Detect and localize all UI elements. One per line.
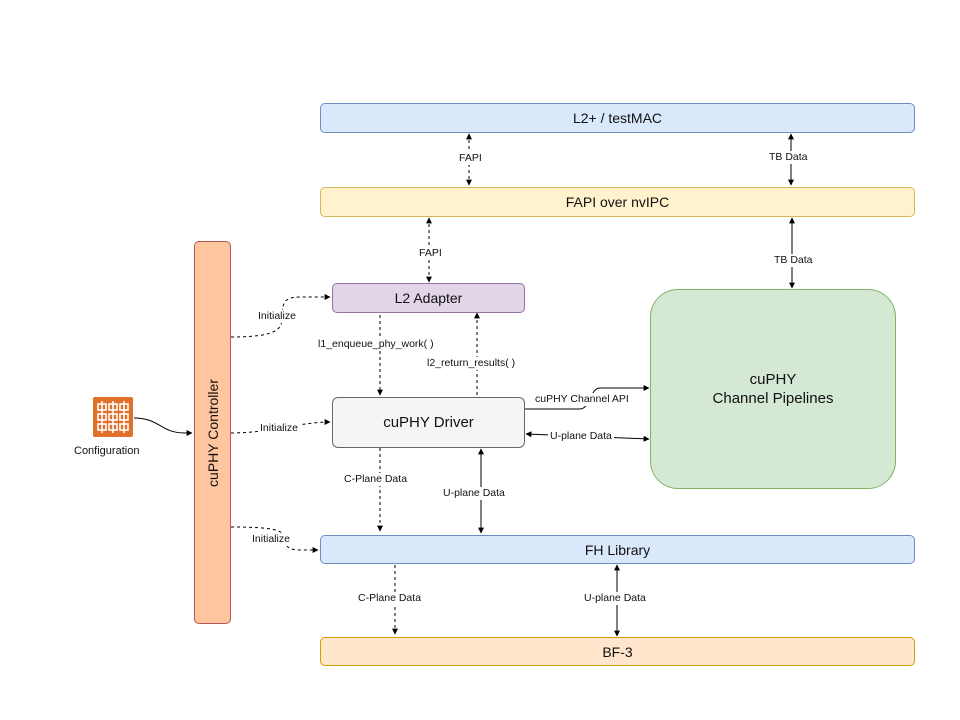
cuphy-pipelines-label-line2: Channel Pipelines: [712, 390, 834, 407]
cuphy-pipelines-label-line1: cuPHY: [749, 371, 797, 388]
arrow-configuration: [133, 417, 193, 436]
cuphy-controller-label: cuPHY Controller: [204, 378, 221, 487]
fapi-nvipc-label: FAPI over nvIPC: [565, 194, 670, 210]
fapi-top-label: FAPI: [457, 152, 484, 165]
cuphy-driver-label: cuPHY Driver: [383, 414, 474, 431]
uplane-driver-label: U-plane Data: [441, 487, 507, 500]
cplane-driver-label: C-Plane Data: [342, 473, 410, 486]
fh-library-label: FH Library: [584, 541, 651, 558]
fapi-nvipc-block: FAPI over nvIPC: [320, 187, 915, 217]
bf3-label: BF-3: [602, 643, 633, 660]
uplane-pipelines-label: U-plane Data: [548, 430, 614, 443]
cuphy-pipelines-block: cuPHY Channel Pipelines: [650, 289, 896, 489]
arrow-initialize-fh: [230, 526, 319, 553]
uplane-fh-label: U-plane Data: [582, 592, 648, 605]
fapi-mid-label: FAPI: [417, 247, 444, 260]
channel-api-label: cuPHY Channel API: [533, 393, 631, 406]
l2-testmac-label: L2+ / testMAC: [572, 110, 663, 126]
arrow-initialize-driver: [230, 419, 331, 434]
tb-data-top-label: TB Data: [767, 151, 810, 164]
initialize-l2-label: Initialize: [256, 310, 298, 323]
cuphy-controller-block: cuPHY Controller: [194, 241, 231, 624]
l2-adapter-block: L2 Adapter: [332, 283, 525, 313]
initialize-fh-label: Initialize: [250, 533, 292, 546]
enqueue-label: l1_enqueue_phy_work( ): [316, 338, 436, 351]
initialize-driver-label: Initialize: [258, 422, 300, 435]
tb-data-mid-label: TB Data: [772, 254, 815, 267]
return-results-label: l2_return_results( ): [425, 357, 518, 370]
configuration-label: Configuration: [72, 445, 142, 458]
l2-testmac-block: L2+ / testMAC: [320, 103, 915, 133]
fh-library-block: FH Library: [320, 535, 915, 564]
bf3-block: BF-3: [320, 637, 915, 666]
cuphy-driver-block: cuPHY Driver: [332, 397, 525, 448]
cplane-fh-label: C-Plane Data: [356, 592, 424, 605]
l2-adapter-label: L2 Adapter: [394, 290, 463, 306]
configuration-icon: [93, 397, 133, 437]
